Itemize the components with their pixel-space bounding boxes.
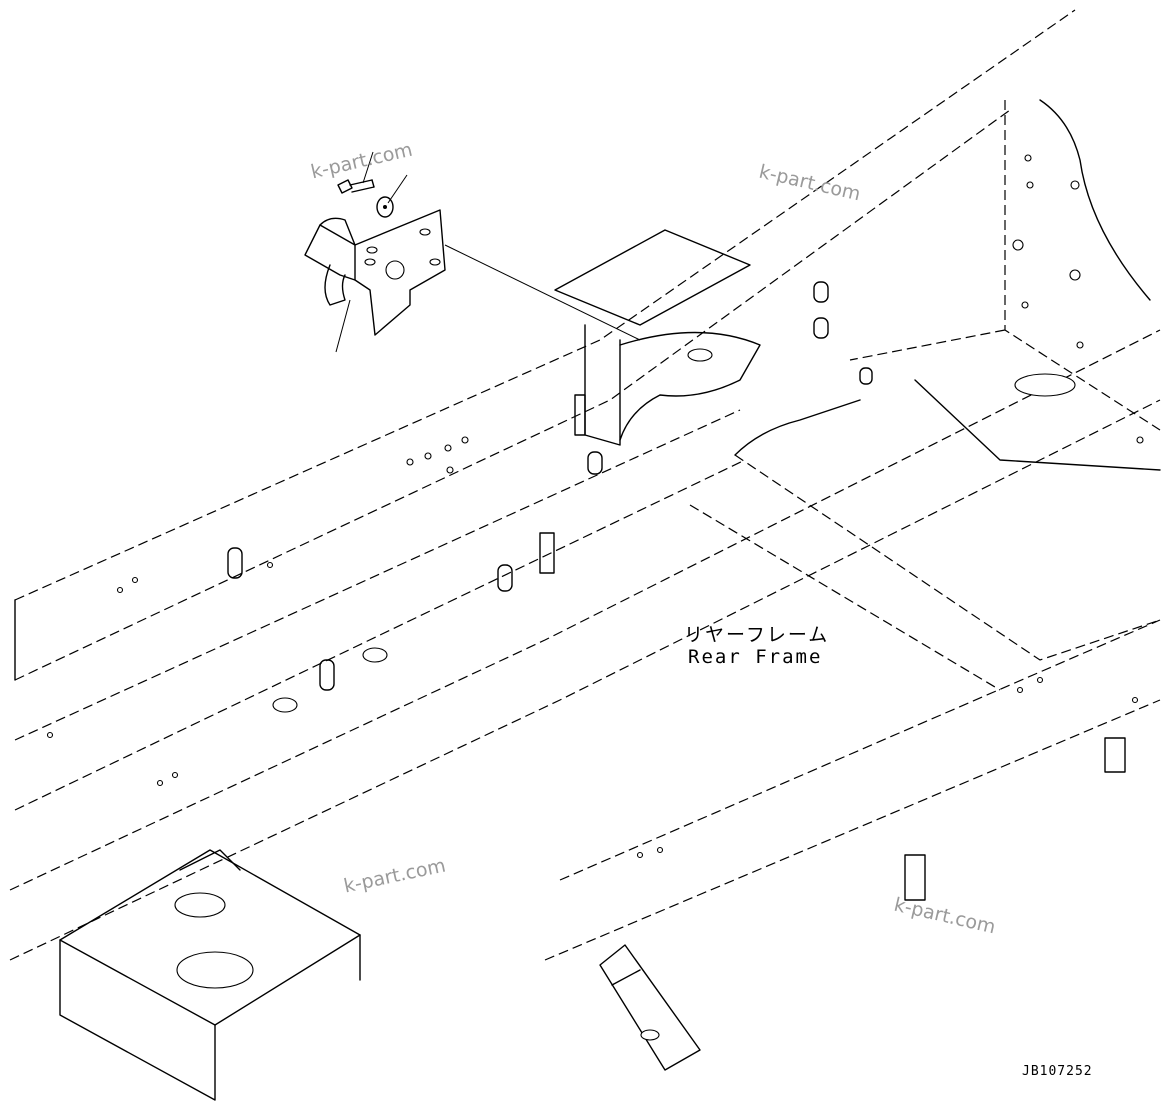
left-main-rail — [14, 9, 1076, 811]
washer-icon — [376, 196, 394, 218]
front-pivot-bracket — [59, 849, 361, 1101]
bracket-assembly — [304, 209, 446, 336]
leader-lines — [335, 151, 641, 353]
bolt-icon — [337, 179, 375, 194]
rear-bracket — [599, 944, 701, 1071]
cross-member — [689, 399, 1161, 691]
part-name-en: Rear Frame — [688, 646, 823, 668]
rail-holes — [46, 154, 1144, 859]
mount-block — [554, 229, 761, 446]
rear-box-frame — [849, 99, 1161, 471]
right-main-rail — [9, 329, 1161, 961]
drawing-number: JB107252 — [1022, 1064, 1093, 1079]
part-name-ja: リヤーフレーム — [684, 624, 830, 646]
bosses — [227, 281, 1126, 901]
